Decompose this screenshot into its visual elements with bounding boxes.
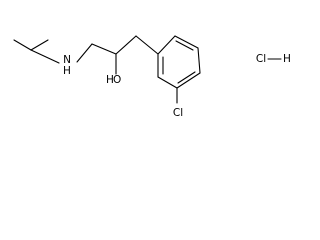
ring-double-2 (177, 71, 196, 84)
bond-ch2-choh (91, 43, 117, 55)
nitrogen-label: N (63, 54, 71, 66)
structural-formula: N H H O Cl Cl H (13, 35, 291, 119)
bond-choh-ch2 (115, 35, 137, 55)
nitrogen-hydrogen-label: H (63, 65, 71, 77)
ring-bond-2 (174, 35, 199, 49)
hcl-chlorine-label: Cl (256, 53, 266, 65)
bond-methyl-2 (30, 39, 49, 51)
ring-bond-5 (157, 76, 178, 89)
hydroxyl-oxygen-label: O (113, 74, 121, 86)
ring-bond-4 (176, 72, 201, 89)
bond-n-ch2 (76, 43, 93, 63)
bond-methyl-1 (13, 39, 32, 51)
ring-bond-1 (157, 35, 176, 55)
bond-ch-n (30, 49, 60, 64)
ring-chlorine-label: Cl (173, 107, 183, 119)
hcl-hydrogen-label: H (283, 53, 291, 65)
bond-ch2-ring (135, 35, 159, 55)
hydroxyl-hydrogen-label: H (106, 74, 114, 86)
ring-double-1 (175, 40, 194, 51)
ring-bond-3 (197, 47, 201, 74)
